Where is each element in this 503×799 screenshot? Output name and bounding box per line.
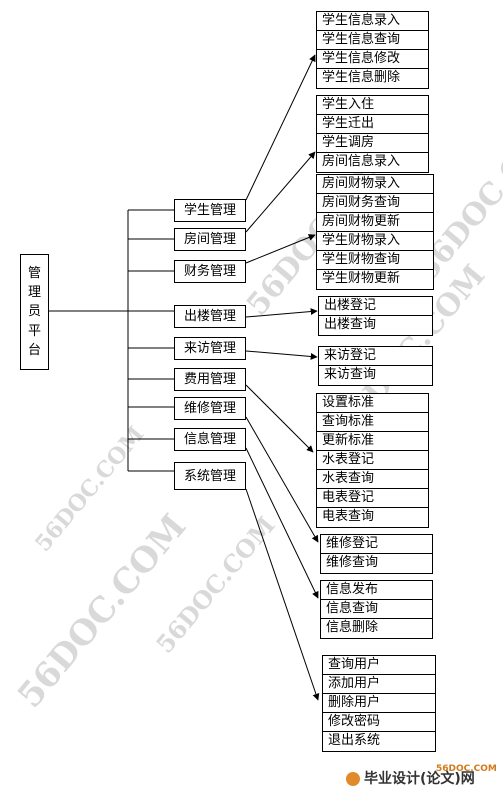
function-item: 电表查询: [322, 509, 375, 524]
group-fee-functions: 设置标准 查询标准 更新标准 水表登记 水表查询 电表登记 电表查询: [316, 393, 429, 528]
watermark: 56DOC.COM: [30, 421, 150, 557]
watermark: 56DOC.COM: [150, 510, 281, 659]
function-item: 学生信息删除: [322, 70, 401, 85]
root-char: 管: [27, 266, 41, 282]
function-item: 水表登记: [317, 451, 428, 470]
function-item: 维修登记: [321, 535, 432, 554]
function-item: 水表查询: [317, 470, 428, 489]
site-logo: 毕业设计(论文)网: [346, 768, 475, 788]
function-item: 学生迁出: [317, 115, 428, 134]
module-visitor-management: 来访管理: [174, 337, 246, 360]
function-item: 学生财物更新: [322, 271, 401, 286]
root-char: 台: [27, 342, 41, 358]
function-item: 学生入住: [317, 96, 428, 115]
function-item: 维修查询: [326, 555, 379, 570]
module-student-management: 学生管理: [174, 199, 246, 222]
module-room-management: 房间管理: [174, 228, 246, 251]
module-finance-management: 财务管理: [174, 260, 246, 283]
function-item: 来访登记: [319, 347, 432, 366]
function-item: 房间财务查询: [317, 194, 433, 213]
root-char: 理: [27, 285, 41, 301]
watermark: 56DOC.COM: [10, 506, 195, 716]
group-student-functions: 学生信息录入 学生信息查询 学生信息修改 学生信息删除: [316, 11, 429, 89]
group-leave-building-functions: 出楼登记 出楼查询: [318, 296, 433, 336]
function-item: 查询标准: [317, 413, 428, 432]
function-item: 修改密码: [323, 713, 435, 732]
function-item: 删除用户: [323, 694, 435, 713]
function-item: 查询用户: [323, 656, 435, 675]
module-repair-management: 维修管理: [174, 397, 246, 420]
group-system-functions: 查询用户 添加用户 删除用户 修改密码 退出系统: [322, 655, 436, 752]
function-item: 信息删除: [326, 620, 379, 635]
function-item: 学生财物录入: [317, 232, 433, 251]
group-repair-functions: 维修登记 维修查询: [320, 534, 433, 574]
function-item: 更新标准: [317, 432, 428, 451]
logo-text: 毕业设计(论文)网: [364, 771, 475, 787]
function-item: 学生信息修改: [317, 50, 428, 69]
module-info-management: 信息管理: [174, 428, 246, 451]
function-item: 电表登记: [317, 489, 428, 508]
function-item: 信息发布: [321, 581, 432, 600]
module-system-management: 系统管理: [174, 462, 246, 490]
module-fee-management: 费用管理: [174, 368, 246, 391]
function-item: 出楼登记: [319, 297, 432, 316]
group-room-functions: 学生入住 学生迁出 学生调房 房间信息录入: [316, 95, 429, 173]
group-finance-functions: 房间财物录入 房间财务查询 房间财物更新 学生财物录入 学生财物查询 学生财物更…: [316, 174, 434, 290]
root-char: 平: [27, 323, 41, 339]
function-item: 退出系统: [328, 733, 381, 748]
function-item: 来访查询: [324, 367, 377, 382]
function-item: 添加用户: [323, 675, 435, 694]
function-item: 学生信息查询: [317, 31, 428, 50]
group-info-functions: 信息发布 信息查询 信息删除: [320, 580, 433, 639]
function-item: 房间信息录入: [322, 154, 401, 169]
function-item: 学生调房: [317, 134, 428, 153]
function-item: 房间财物录入: [317, 175, 433, 194]
function-item: 学生信息录入: [317, 12, 428, 31]
logo-icon: [346, 771, 360, 786]
function-item: 学生财物查询: [317, 251, 433, 270]
root-node-admin-platform: 管 理 员 平 台: [20, 254, 49, 370]
group-visitor-functions: 来访登记 来访查询: [318, 346, 433, 386]
function-item: 出楼查询: [324, 317, 377, 332]
logo-domain: 56DOC.COM: [436, 764, 497, 774]
function-item: 房间财物更新: [317, 213, 433, 232]
module-leave-building-management: 出楼管理: [174, 305, 246, 328]
function-item: 设置标准: [317, 394, 428, 413]
function-item: 信息查询: [321, 600, 432, 619]
root-char: 员: [27, 304, 41, 320]
